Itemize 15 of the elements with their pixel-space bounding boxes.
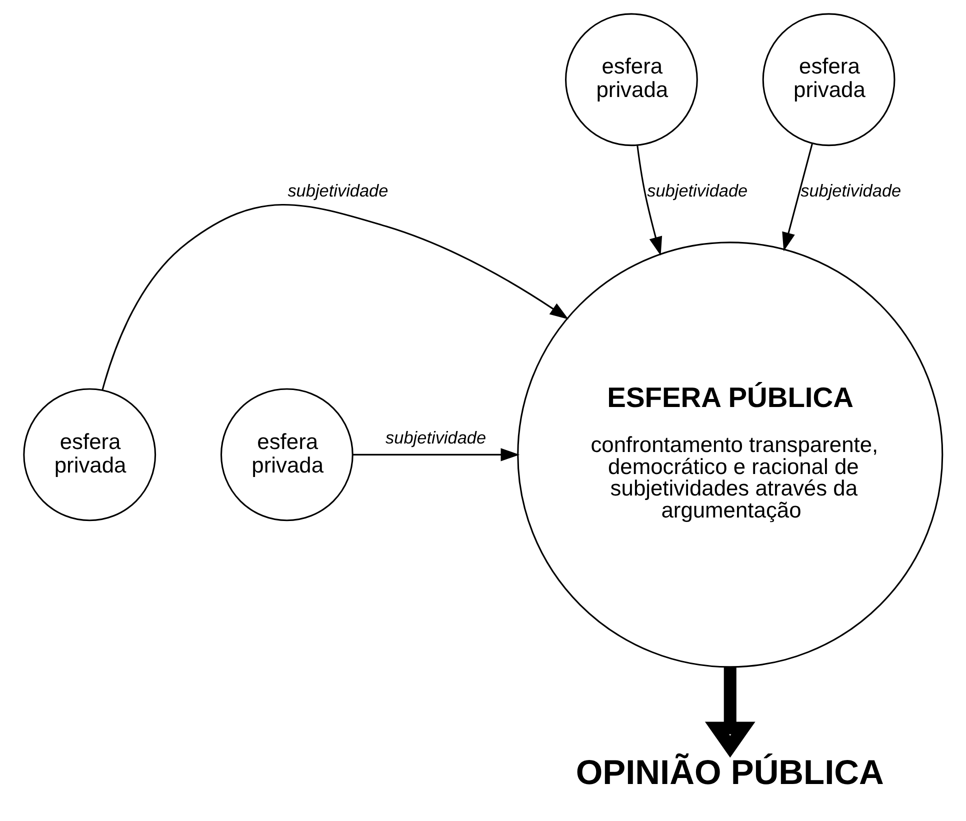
edge-label: subjetividade	[385, 427, 486, 448]
edge-label: subjetividade	[800, 180, 901, 200]
node-circle: ESFERA PÚBLICA confrontamento transparente, democrático e racional de subjetividades através da argumentação	[516, 242, 943, 668]
arrow	[704, 667, 755, 758]
arrow	[101, 204, 568, 391]
arrow	[782, 142, 813, 252]
node-circle: esfera privada	[564, 13, 698, 146]
node-text: OPINIÃO PÚBLICA	[575, 754, 884, 792]
edge-label: subjetividade	[646, 180, 748, 200]
node-circle: esfera privada	[22, 388, 156, 522]
arrow	[352, 448, 520, 462]
edge-label: subjetividade	[287, 180, 388, 200]
node-circle: esfera privada	[220, 388, 353, 522]
node-circle: esfera privada	[762, 13, 895, 146]
arrow	[636, 144, 662, 256]
